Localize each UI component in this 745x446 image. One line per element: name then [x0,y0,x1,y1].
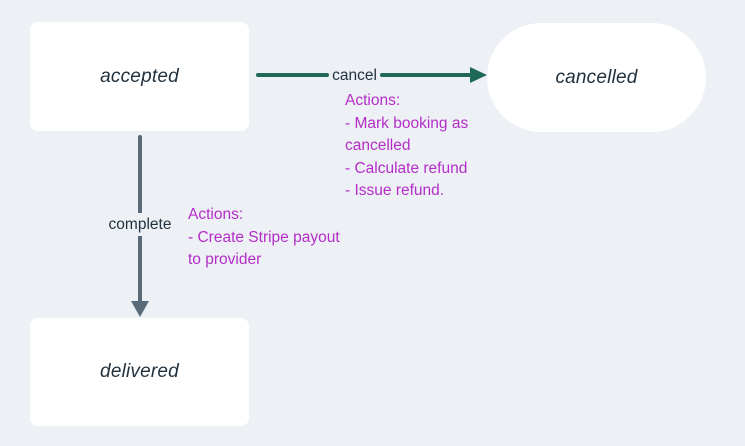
node-delivered: delivered [30,318,249,426]
action-line: - Issue refund. [345,182,445,199]
cancel-actions-note: Actions: - Mark booking as cancelled - C… [345,90,468,203]
node-cancelled-label: cancelled [555,66,638,88]
node-delivered-label: delivered [100,361,179,382]
node-cancelled: cancelled [487,23,706,132]
action-line: - Mark booking as [345,114,469,132]
cancel-arrowhead-icon [470,66,487,83]
action-line: to provider [188,251,262,268]
complete-edge-label: complete [103,213,177,236]
cancel-edge-label: cancel [329,65,380,86]
action-line: - Calculate refund [345,159,468,177]
complete-arrowhead-icon [130,301,149,317]
cancel-edge-line-right [380,73,471,77]
node-accepted: accepted [30,22,249,131]
action-line: - Create Stripe payout [188,228,340,246]
complete-actions-note: Actions: - Create Stripe payout to provi… [188,204,340,272]
cancel-edge-line-left [256,73,329,77]
node-accepted-label: accepted [100,65,179,87]
action-line: cancelled [345,137,411,154]
actions-heading: Actions: [345,92,401,109]
actions-heading: Actions: [188,206,244,223]
